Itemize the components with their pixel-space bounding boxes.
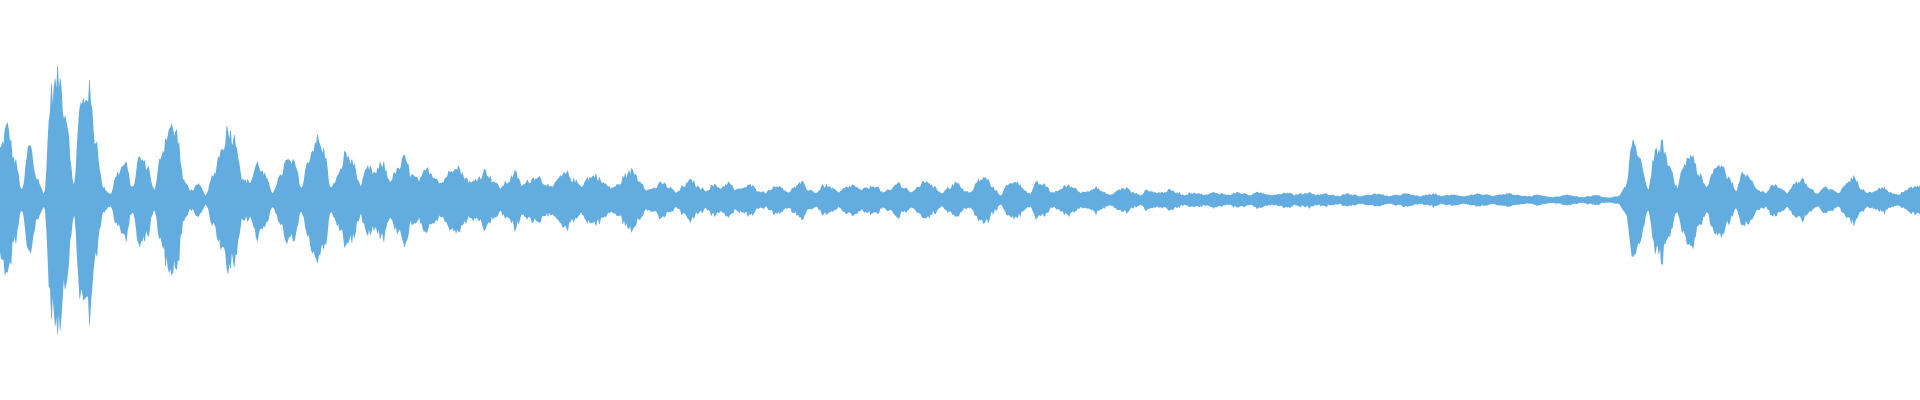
waveform-shape [0, 65, 1920, 335]
